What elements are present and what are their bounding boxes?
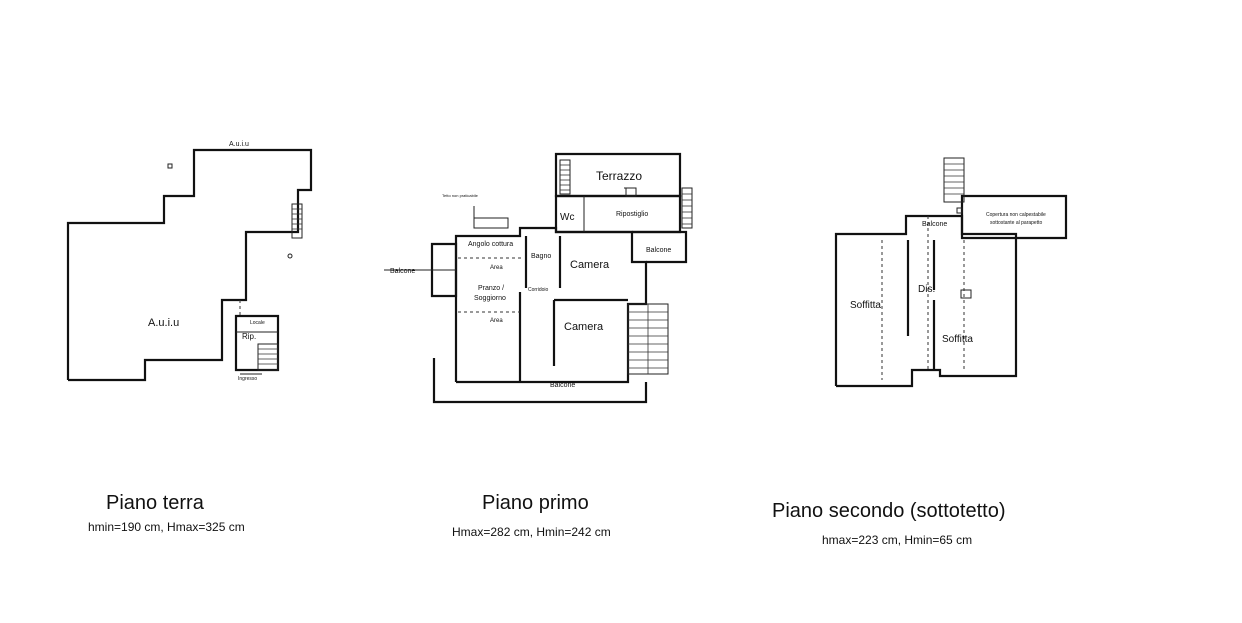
plan-piano-secondo: Balcone Copertura non calpestabile sotto… [836, 158, 1066, 386]
label-area-1: Area [490, 265, 503, 271]
label-soffitta-left: Soffitta [850, 300, 881, 311]
label-dis: Dis. [918, 284, 935, 295]
first-floor-terrazzo-stair [560, 160, 570, 194]
caption-piano-primo-subtitle: Hmax=282 cm, Hmin=242 cm [452, 525, 611, 539]
ground-floor-outline [68, 150, 311, 380]
label-copertura-2: sottostante al parapetto [990, 220, 1042, 226]
first-floor-balcony-outline [434, 358, 646, 402]
ground-floor-ripostiglio [236, 316, 278, 370]
label-auiu-top: A.u.i.u [229, 141, 249, 148]
label-camera-2: Camera [564, 321, 604, 333]
second-floor-copertura [962, 196, 1066, 238]
plan-piano-terra: A.u.i.u A.u.i.u Rip. Locale Ingresso [68, 141, 311, 382]
label-ripostiglio: Ripostiglio [616, 211, 648, 218]
caption-piano-primo-title: Piano primo [482, 492, 589, 514]
caption-piano-terra-subtitle: hmin=190 cm, Hmax=325 cm [88, 520, 245, 534]
label-angolo-cottura: Angolo cottura [468, 241, 513, 248]
first-floor-tetto-box [474, 218, 508, 228]
first-floor-right-balcony [632, 232, 686, 262]
label-balcone-right: Balcone [646, 247, 671, 254]
ground-floor-external-stair [292, 204, 302, 238]
first-floor-main-walls [456, 228, 646, 382]
label-bagno: Bagno [531, 253, 551, 260]
label-pranzo: Pranzo / [478, 285, 504, 292]
label-copertura: Copertura non calpestabile [986, 212, 1046, 218]
ground-floor-stairs [258, 344, 278, 370]
first-floor-terrace-side-stair [682, 188, 692, 228]
second-floor-stair-up [944, 158, 964, 202]
caption-piano-secondo-subtitle: hmax=223 cm, Hmin=65 cm [822, 533, 973, 547]
label-soffitta-right: Soffitta [942, 334, 973, 345]
label-wc: Wc [560, 212, 574, 223]
second-floor-outline [836, 216, 1016, 386]
first-floor-external-stairs [628, 304, 668, 374]
label-balcone-2: Balcone [922, 221, 947, 228]
plan-piano-primo: Terrazzo Wc Ripostiglio Balcone Bagno Ca… [384, 154, 692, 402]
label-tetto-note: Tetto non praticabile [442, 193, 479, 198]
second-floor-skylight [961, 290, 971, 298]
label-corridoio: Corridoio [528, 287, 549, 293]
label-area-2: Area [490, 318, 503, 324]
label-auiu-main: A.u.i.u [148, 317, 179, 329]
label-balcone-bottom: Balcone [550, 382, 575, 389]
label-rip: Rip. [242, 332, 256, 341]
ground-floor-drain [287, 253, 293, 259]
first-floor-wc-ripostiglio [556, 196, 680, 232]
caption-piano-terra-title: Piano terra [106, 492, 204, 514]
label-soggiorno: Soggiorno [474, 295, 506, 302]
label-terrazzo: Terrazzo [596, 169, 642, 183]
label-stairs-note: Ingresso [238, 376, 257, 382]
label-camera-1: Camera [570, 259, 610, 271]
first-floor-vent-box [626, 188, 636, 196]
second-floor-hatch-mark [957, 208, 962, 213]
ground-floor-pillar [168, 164, 172, 168]
label-small-room: Locale [250, 320, 265, 326]
label-balcone-left: Balcone [390, 268, 415, 275]
caption-piano-secondo-title: Piano secondo (sottotetto) [772, 500, 1006, 522]
